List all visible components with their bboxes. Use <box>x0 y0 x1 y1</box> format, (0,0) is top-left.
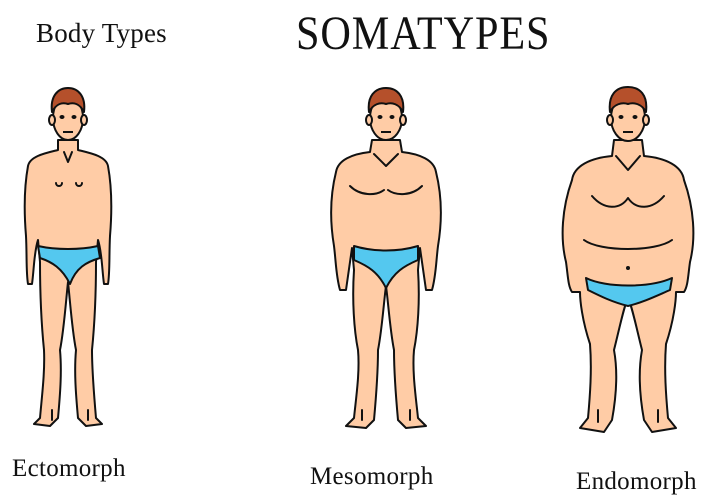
endomorph-label: Endomorph <box>576 468 697 496</box>
mesomorph-label: Mesomorph <box>310 463 434 491</box>
ectomorph-label: Ectomorph <box>12 455 126 483</box>
